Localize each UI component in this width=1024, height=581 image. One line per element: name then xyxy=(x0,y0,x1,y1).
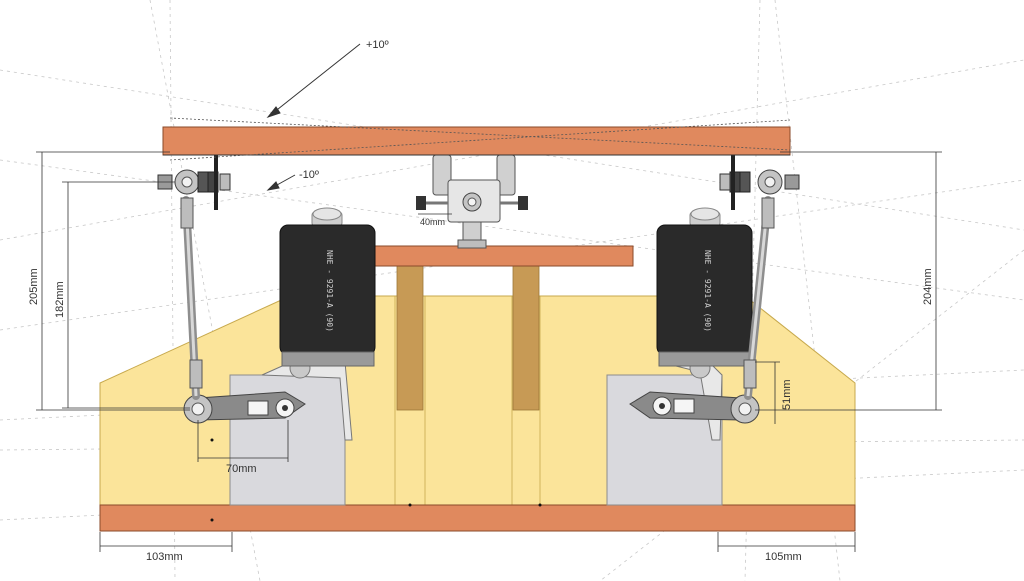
dimension-lines xyxy=(36,151,942,552)
servo-arm-right xyxy=(629,391,741,421)
bottom-board xyxy=(99,504,856,532)
rod-end-top-right xyxy=(719,152,800,210)
rod-end-top-left xyxy=(157,152,231,210)
dim-center-joint: 40mm xyxy=(420,217,445,227)
angle-leaders xyxy=(266,43,361,191)
dim-servo-arm-length: 70mm xyxy=(226,463,257,475)
center-platform xyxy=(374,245,634,267)
motor-left-label: NHE - 9291-A (90) xyxy=(325,250,334,332)
marker-points xyxy=(210,438,542,522)
dim-left-rod-height: 182mm xyxy=(54,281,66,318)
center-universal-joint xyxy=(416,154,528,249)
motor-right: NHE - 9291-A (90) xyxy=(656,207,753,367)
dim-right-arm-height: 51mm xyxy=(781,379,793,410)
center-pillar-left xyxy=(396,265,424,411)
dim-left-offset: 103mm xyxy=(146,551,183,563)
push-rod-right xyxy=(743,196,775,400)
dim-right-total-height: 204mm xyxy=(922,268,934,305)
dim-right-offset: 105mm xyxy=(765,551,802,563)
angle-down-label: -10º xyxy=(299,169,319,181)
center-pillar-right xyxy=(512,265,540,411)
motor-left: NHE - 9291-A (90) xyxy=(279,207,376,367)
top-plate xyxy=(162,126,791,156)
motor-right-label: NHE - 9291-A (90) xyxy=(703,250,712,332)
tilt-lines xyxy=(169,117,791,161)
angle-up-label: +10º xyxy=(366,39,389,51)
servo-arm-left xyxy=(197,391,306,421)
dim-left-total-height: 205mm xyxy=(28,268,40,305)
push-rod-left xyxy=(180,196,203,400)
rod-end-bottom-right xyxy=(730,394,760,424)
